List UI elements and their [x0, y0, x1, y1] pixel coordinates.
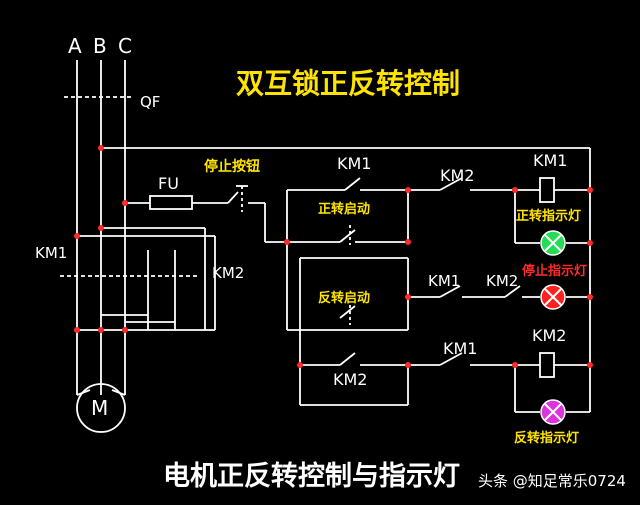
reverse-lamp: [540, 399, 566, 425]
km1-coil: [539, 177, 555, 203]
footer-caption: 电机正反转控制与指示灯: [163, 461, 460, 492]
fuse-fu: [149, 195, 193, 210]
stop-button-label: 停止按钮: [204, 159, 260, 175]
forward-start-label: 正转启动: [318, 202, 371, 217]
phase-c-label: C: [118, 34, 132, 58]
motor-symbol: [76, 383, 126, 433]
stop-lamp: [540, 284, 566, 310]
forward-start-button: [339, 229, 356, 243]
junction-nodes: [74, 145, 593, 368]
km2-interlock-contact: [439, 177, 463, 191]
km1-main-label: KM1: [35, 244, 68, 262]
km1-coil-label: KM1: [533, 151, 568, 170]
km2-stop-aux-label: KM2: [486, 272, 519, 290]
km1-self-lock-contact: [344, 177, 361, 191]
km1-stop-aux-contact: [439, 285, 461, 298]
km1-interlock-label: KM1: [443, 339, 478, 358]
watermark: 头条 @知足常乐0724: [478, 472, 626, 490]
diagram-title: 双互锁正反转控制: [236, 67, 461, 100]
km2-self-lock-label: KM2: [333, 370, 368, 389]
forward-lamp: [540, 230, 566, 256]
forward-lamp-label: 正转指示灯: [516, 209, 582, 224]
stop-button-contact: [227, 191, 239, 204]
phase-b-label: B: [93, 34, 107, 58]
km2-coil: [539, 352, 555, 378]
km1-self-lock-label: KM1: [337, 154, 372, 173]
reverse-start-button: [339, 305, 356, 319]
km1-stop-aux-label: KM1: [428, 272, 461, 290]
km2-self-lock-contact: [339, 352, 356, 366]
reverse-start-label: 反转启动: [318, 291, 371, 306]
km2-interlock-label: KM2: [440, 166, 475, 185]
qf-label: QF: [140, 93, 161, 111]
km2-stop-aux-contact: [504, 285, 521, 298]
motor-label: M: [91, 396, 109, 420]
km2-coil-label: KM2: [532, 326, 567, 345]
km1-interlock-contact: [439, 352, 463, 366]
stop-lamp-label: 停止指示灯: [522, 264, 588, 279]
km2-main-label: KM2: [212, 264, 245, 282]
reverse-lamp-label: 反转指示灯: [514, 431, 580, 446]
phase-a-label: A: [68, 34, 82, 58]
fu-label: FU: [158, 174, 179, 193]
